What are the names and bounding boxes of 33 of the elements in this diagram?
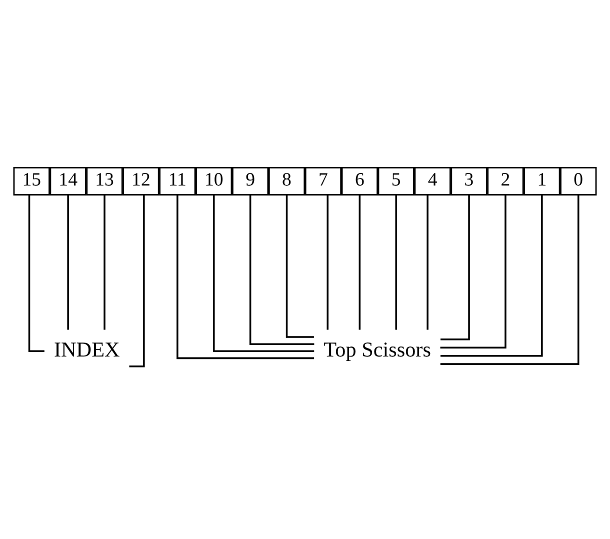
node-box: 1 bbox=[524, 166, 560, 195]
connector bbox=[213, 194, 314, 352]
connector bbox=[176, 194, 314, 359]
node-box: 7 bbox=[304, 166, 342, 195]
connector bbox=[67, 194, 69, 330]
connector bbox=[440, 194, 543, 356]
connector bbox=[286, 194, 314, 338]
node-text: INDEX bbox=[54, 336, 120, 361]
connector bbox=[395, 194, 397, 330]
connector bbox=[104, 194, 106, 330]
connector bbox=[326, 194, 329, 330]
node-box: 5 bbox=[378, 166, 414, 195]
connector bbox=[426, 194, 428, 330]
node-box: 13 bbox=[86, 166, 123, 195]
node-box: 0 bbox=[560, 166, 597, 195]
node-box: 9 bbox=[232, 166, 269, 195]
node-box: 14 bbox=[50, 166, 86, 195]
connector bbox=[440, 194, 580, 364]
node-box: 15 bbox=[13, 166, 50, 195]
node-box: 10 bbox=[196, 166, 232, 195]
node-box: 6 bbox=[341, 166, 378, 195]
connector bbox=[440, 194, 506, 348]
node-box: 3 bbox=[450, 166, 488, 195]
node-box: 2 bbox=[487, 166, 524, 195]
node-box: 4 bbox=[414, 166, 451, 195]
node-box: 12 bbox=[122, 166, 160, 195]
node-box: 11 bbox=[159, 166, 196, 195]
node-text: Top Scissors bbox=[324, 336, 431, 361]
connector bbox=[249, 194, 314, 344]
connector bbox=[129, 194, 145, 367]
node-box: 8 bbox=[268, 166, 306, 195]
connector bbox=[440, 194, 470, 340]
connector bbox=[358, 194, 361, 330]
